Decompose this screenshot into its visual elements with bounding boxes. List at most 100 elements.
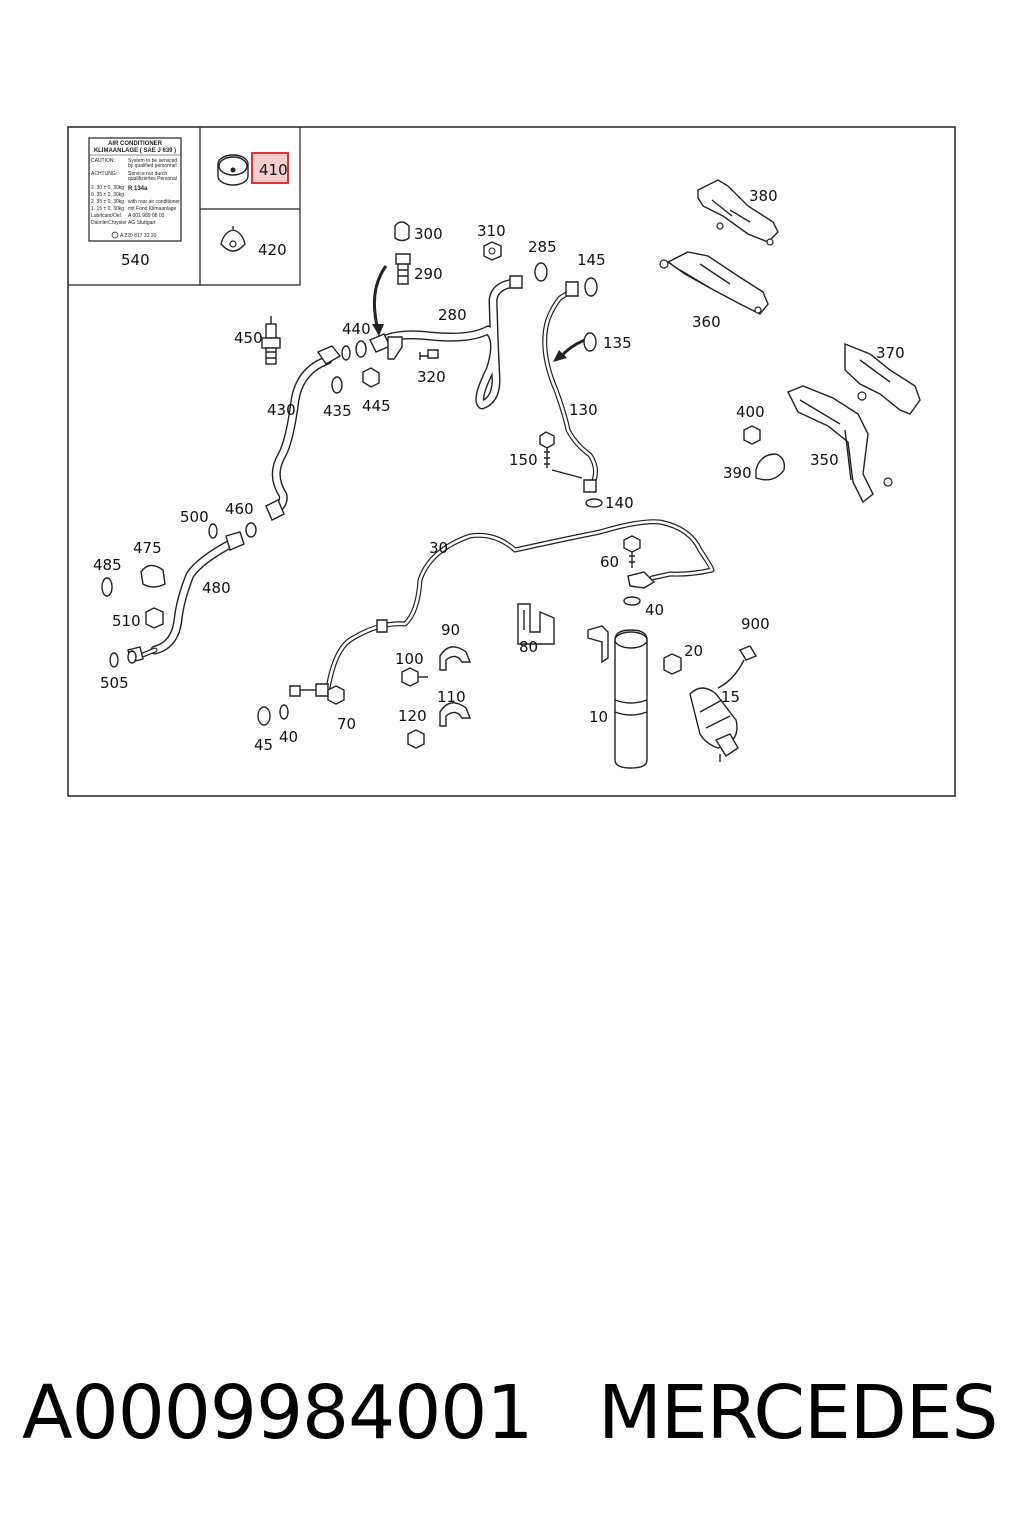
callout-130: 130 [569, 401, 598, 419]
part-360-bracket [659, 251, 769, 315]
part-100-bolt [401, 667, 428, 687]
part-135-oring [583, 332, 597, 352]
arrow-head-135 [553, 350, 567, 362]
part-80-bracket [517, 603, 555, 645]
callout-145: 145 [577, 251, 606, 269]
label-charge-3: 2. 35 ± 0, 30kg [91, 199, 124, 205]
callout-380: 380 [749, 187, 778, 205]
label-caution-text-2: by qualified personnel [128, 163, 177, 169]
part-40-oring-a [623, 596, 641, 606]
callout-285: 285 [528, 238, 557, 256]
callout-540: 540 [121, 251, 150, 269]
callout-60: 60 [600, 553, 619, 571]
callout-45: 45 [254, 736, 273, 754]
callout-310: 310 [477, 222, 506, 240]
callout-30: 30 [429, 539, 448, 557]
part-320-bolt [419, 349, 439, 360]
callout-350: 350 [810, 451, 839, 469]
small-parts-left [101, 340, 380, 668]
callout-360: 360 [692, 313, 721, 331]
part-70-nut [327, 685, 345, 705]
callout-420: 420 [258, 241, 287, 259]
part-370-bracket [844, 342, 921, 415]
part-300-cap [394, 221, 410, 242]
pipe-30 [289, 519, 715, 697]
label-title-1: AIR CONDITIONER [108, 141, 163, 147]
callout-480: 480 [202, 579, 231, 597]
star-logo-icon [111, 231, 119, 239]
callout-430: 430 [267, 401, 296, 419]
callout-120: 120 [398, 707, 427, 725]
label-title-2: KLIMAANLAGE ( SAE J 639 ) [94, 148, 176, 154]
callout-410: 410 [259, 161, 288, 179]
refrigerant-label-card: AIR CONDITIONER KLIMAANLAGE ( SAE J 639 … [88, 137, 182, 242]
callout-440: 440 [342, 320, 371, 338]
part-20-nut [663, 653, 682, 675]
hose-280 [369, 275, 523, 410]
part-15-pressure-switch [689, 687, 739, 762]
label-charge-1: 2. 30 ± 0, 30kg [91, 185, 124, 191]
part-150-bolt [539, 431, 583, 479]
arrow-290-to-440 [372, 265, 388, 331]
part-10-receiver-drier [587, 625, 648, 769]
callout-100: 100 [395, 650, 424, 668]
callout-900: 900 [741, 615, 770, 633]
label-achtung-text-2: qualifiziertes Personal [128, 176, 177, 182]
part-420-cap [220, 226, 246, 252]
part-900-connector [717, 645, 758, 689]
label-charge-2: 0. 35 ± 0, 30kg [91, 192, 124, 198]
callout-70: 70 [337, 715, 356, 733]
callout-80: 80 [519, 638, 538, 656]
label-oil-note-2: mit Fond Klimaanlage [128, 206, 177, 212]
part-400-nut [743, 425, 761, 445]
callout-390: 390 [723, 464, 752, 482]
callout-150: 150 [509, 451, 538, 469]
label-caution-key: CAUTION: [91, 158, 115, 164]
brand-name: MERCEDES [598, 1370, 998, 1456]
callout-10: 10 [589, 708, 608, 726]
label-charge-4: 1. 15 ± 0, 30kg [91, 206, 124, 212]
callout-140: 140 [605, 494, 634, 512]
part-350-bracket [787, 385, 893, 504]
label-refrigerant: R 134a [128, 186, 148, 192]
part-450-service-valve [261, 316, 281, 365]
part-45-oring [257, 706, 271, 726]
label-lub-value: A 001 989 08 03 [128, 213, 165, 219]
part-40-oring-b [279, 704, 289, 720]
label-maker: DaimlerChrysler AG Stuttgart [91, 220, 156, 226]
part-145-oring [584, 277, 598, 297]
callout-90: 90 [441, 621, 460, 639]
highlight-box-410 [251, 152, 289, 184]
part-390-clip [755, 453, 786, 481]
parts-diagram: AIR CONDITIONER KLIMAANLAGE ( SAE J 639 … [67, 126, 956, 797]
label-caution-text-1: System to be serviced [128, 158, 177, 164]
callout-400: 400 [736, 403, 765, 421]
part-380-bracket [697, 179, 779, 246]
callout-135: 135 [603, 334, 632, 352]
callout-500: 500 [180, 508, 209, 526]
footer: A0009984001 MERCEDES [0, 1370, 1024, 1480]
callout-15: 15 [721, 688, 740, 706]
label-achtung-text-1: Service nur durch [128, 171, 167, 177]
part-140-oring [585, 498, 603, 508]
callout-435: 435 [323, 402, 352, 420]
inset-box-lines [68, 127, 301, 286]
part-60-bolt [623, 535, 656, 589]
part-120-nut [407, 729, 425, 749]
part-290-valve-core [395, 253, 411, 285]
callout-290: 290 [414, 265, 443, 283]
label-achtung-key: ACHTUNG: [91, 171, 117, 177]
callout-370: 370 [876, 344, 905, 362]
part-285-oring [534, 262, 548, 282]
callout-445: 445 [362, 397, 391, 415]
label-lub-key: Lubricant/Oel: [91, 213, 122, 219]
callout-300: 300 [414, 225, 443, 243]
callout-40-lower: 40 [279, 728, 298, 746]
part-90-clamp [439, 646, 472, 671]
arrow-head-440 [372, 324, 384, 336]
part-110-clamp [439, 702, 472, 727]
callout-labels: 540 410 420 300 290 310 285 145 380 360 … [93, 161, 905, 754]
label-code: A 220 817 32 20 [120, 233, 157, 239]
callout-280: 280 [438, 306, 467, 324]
pipe-130 [542, 281, 598, 493]
